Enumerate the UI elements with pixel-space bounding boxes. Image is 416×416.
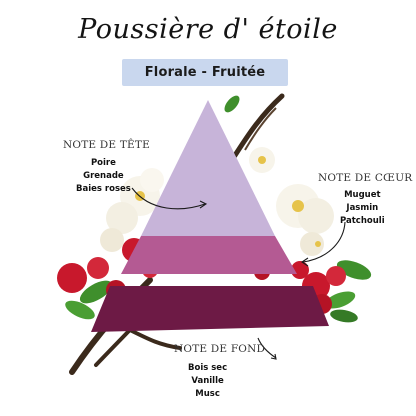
- arrows: [131, 187, 346, 360]
- note-coeur-item: Patchouli: [340, 216, 385, 226]
- note-coeur-heading: NOTE DE CŒUR: [318, 172, 413, 184]
- flowers-icon: [100, 147, 334, 256]
- category-ribbon: Florale - Fruitée: [122, 59, 288, 86]
- page-title: Poussière d' étoile: [78, 14, 338, 45]
- note-fond-item: Vanille: [191, 376, 224, 386]
- note-fond-heading: NOTE DE FOND: [174, 343, 266, 355]
- note-tete-heading: NOTE DE TÊTE: [63, 139, 150, 151]
- arrow-fond-icon: [257, 337, 277, 359]
- note-coeur-list: Muguet Jasmin Patchouli: [340, 189, 385, 228]
- arrow-tete-icon: [131, 187, 206, 210]
- note-tete-item: Grenade: [83, 171, 124, 181]
- note-tete-list: Poire Grenade Baies roses: [76, 157, 131, 196]
- category-label: Florale - Fruitée: [144, 65, 266, 80]
- note-coeur-item: Jasmin: [346, 203, 379, 213]
- note-fond-list: Bois sec Vanille Musc: [188, 362, 227, 401]
- note-coeur-item: Muguet: [344, 190, 381, 200]
- note-tete-item: Poire: [90, 158, 116, 168]
- note-fond-item: Musc: [195, 389, 220, 399]
- note-fond-item: Bois sec: [188, 363, 228, 373]
- pyramid-middle-tier: [121, 236, 297, 274]
- arrow-coeur-icon: [302, 221, 346, 263]
- leaves-icon: [65, 95, 372, 323]
- pyramid-top-tier: [141, 100, 275, 236]
- fragrance-pyramid: [91, 100, 329, 332]
- note-tete-item: Baies roses: [76, 184, 131, 194]
- pyramid-bottom-tier: [91, 286, 329, 332]
